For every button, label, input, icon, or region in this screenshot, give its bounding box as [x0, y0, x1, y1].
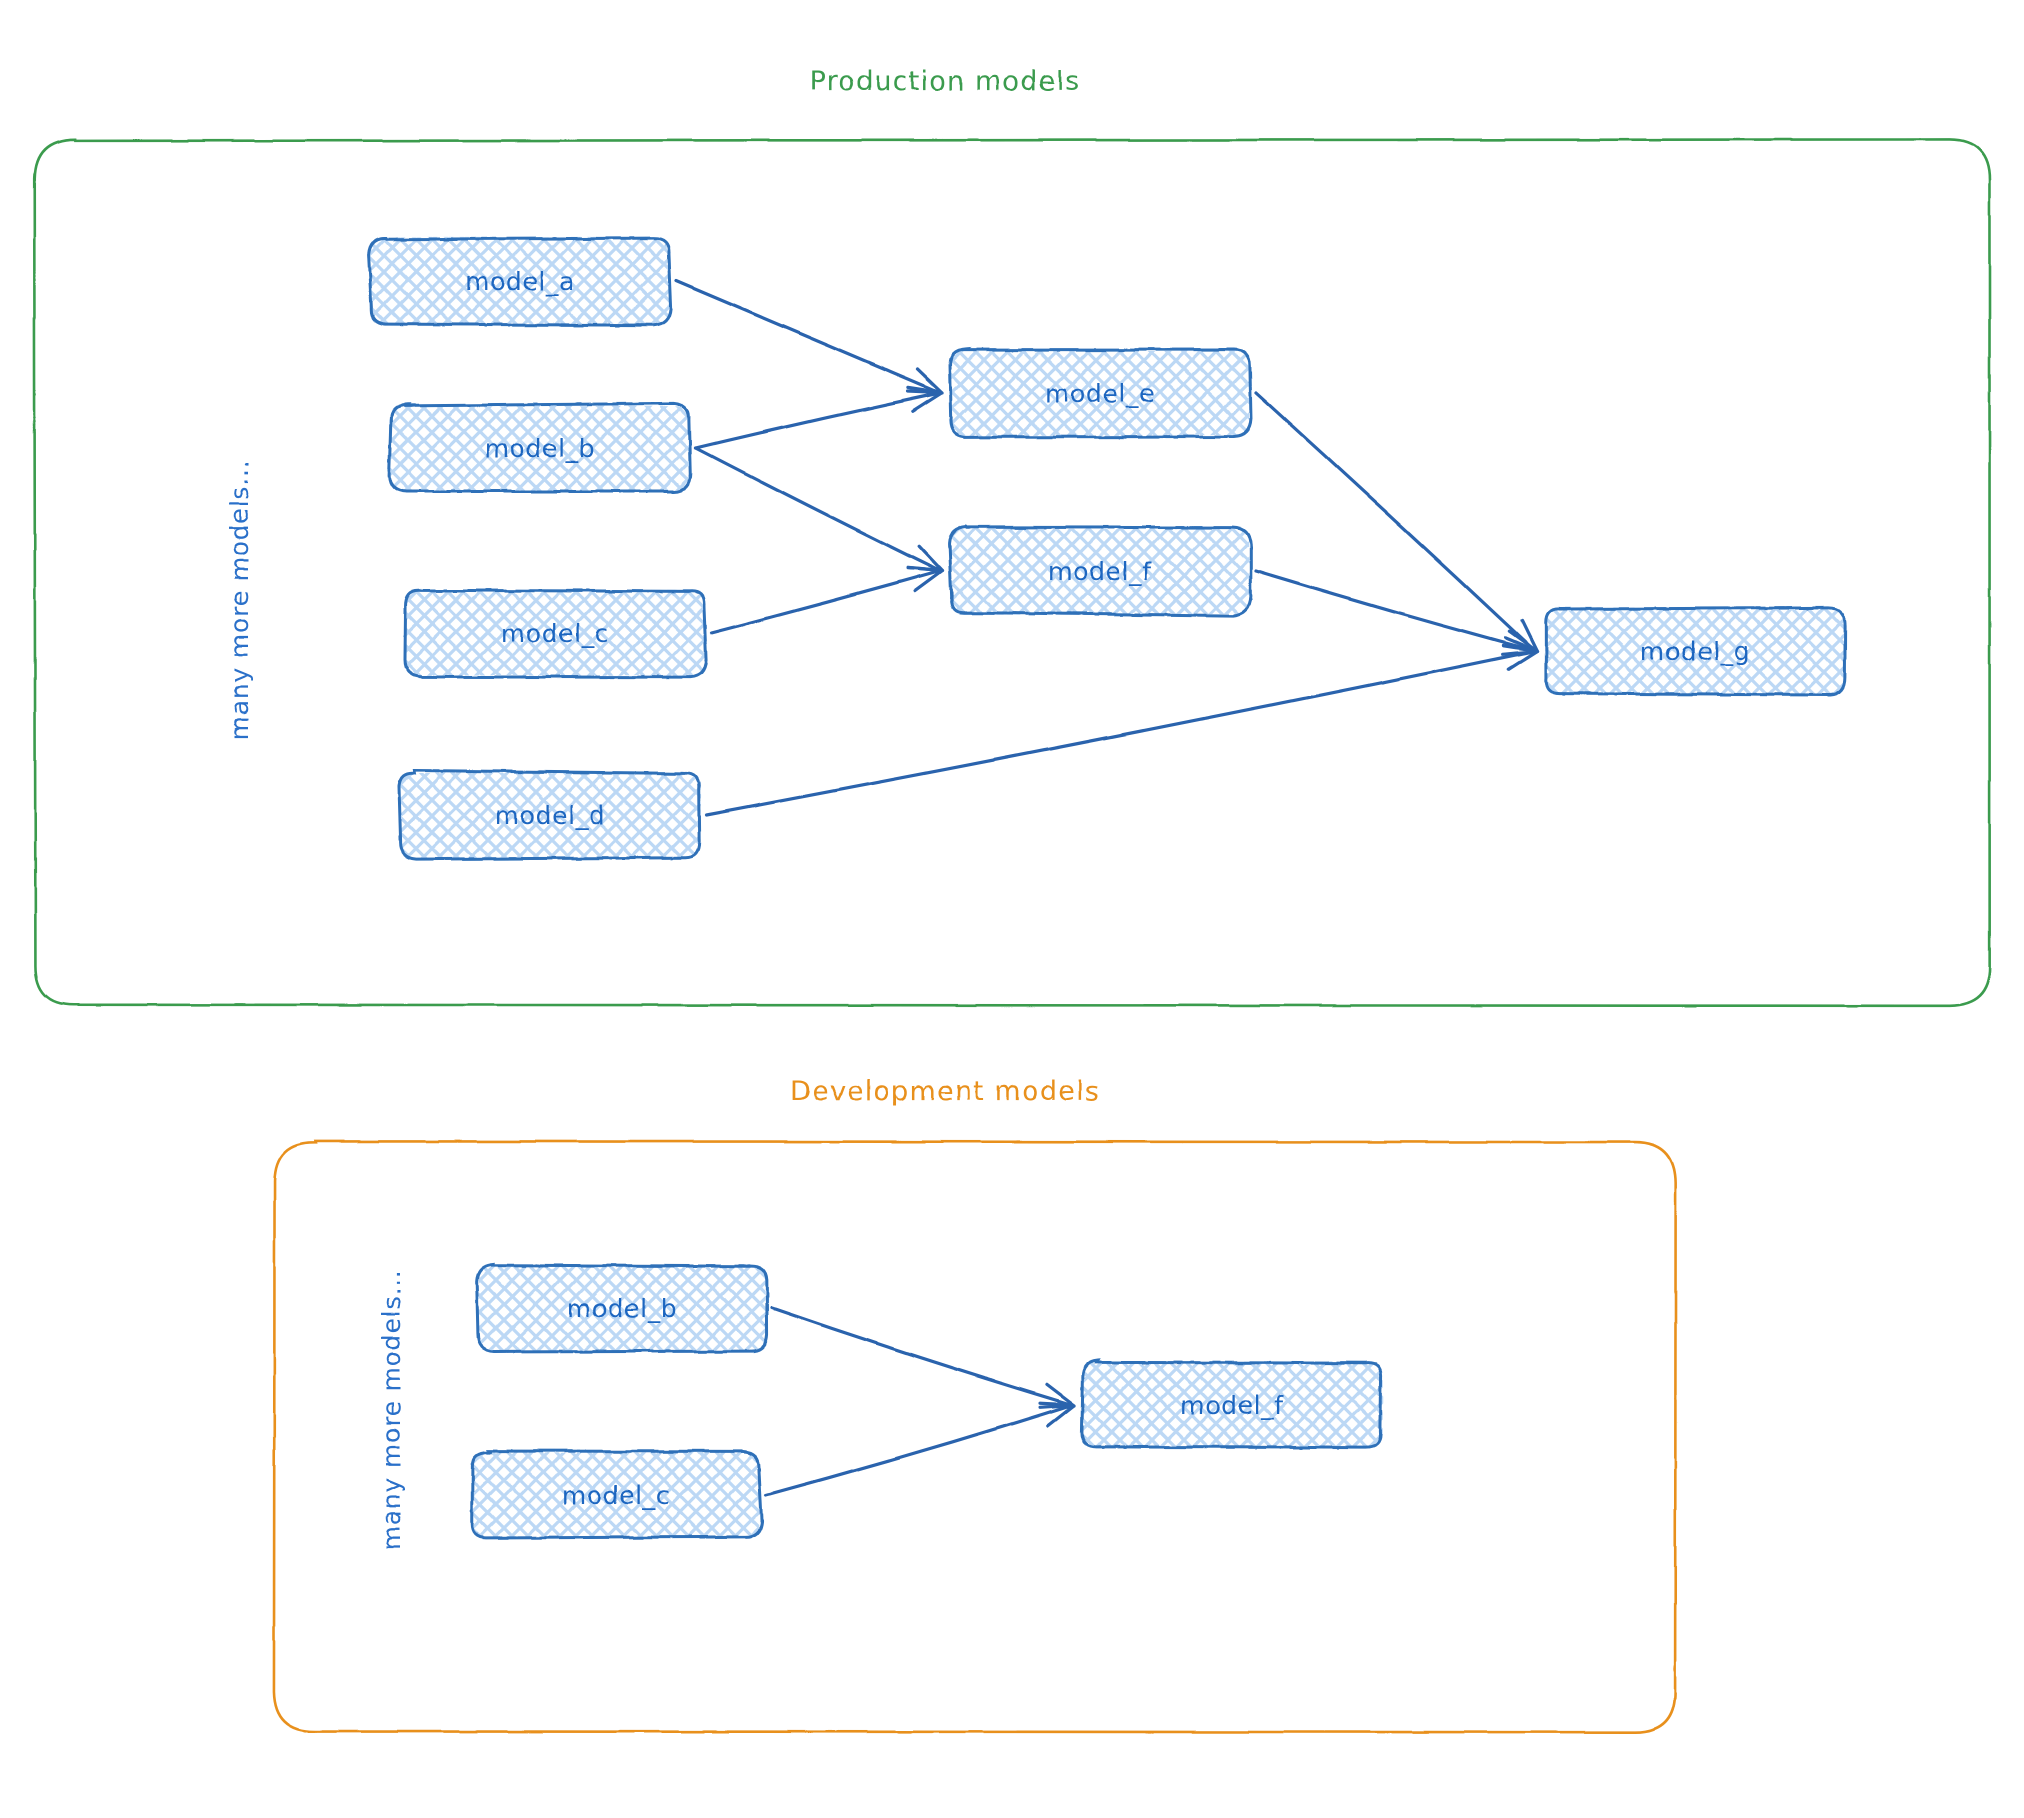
- node-model_g[interactable]: model_g: [1545, 607, 1846, 695]
- node-model_e[interactable]: model_e: [949, 349, 1251, 438]
- node-label: model_e: [1045, 379, 1155, 408]
- side-label-development: many more models...: [377, 1270, 406, 1551]
- node-label: model_b: [485, 434, 595, 463]
- group-title-development: Development models: [790, 1076, 1100, 1107]
- group-title-production: Production models: [810, 66, 1081, 97]
- node-model_c[interactable]: model_c: [405, 589, 707, 677]
- edge-line: [696, 448, 940, 571]
- group-development: Development models many more models... mod…: [274, 1076, 1676, 1732]
- group-production: Production models many more models... mode…: [34, 66, 1989, 1006]
- node-model_d[interactable]: model_d: [399, 770, 701, 859]
- node-label: model_g: [1640, 637, 1750, 666]
- edge-line: [766, 1405, 1072, 1495]
- edge-line: [772, 1308, 1072, 1405]
- side-label-production: many more models...: [225, 460, 254, 741]
- node-dev_model_f[interactable]: model_f: [1081, 1361, 1383, 1448]
- edge-line: [706, 651, 1535, 815]
- edge-model_d-to-model_g: [706, 646, 1537, 815]
- node-label: model_b: [567, 1294, 677, 1323]
- node-label: model_d: [495, 801, 605, 830]
- edge-dev_model_b-to-dev_model_f: [772, 1308, 1074, 1407]
- node-label: model_c: [501, 619, 609, 648]
- edge-model_b-to-model_e: [696, 388, 942, 448]
- edge-model_a-to-model_e: [676, 281, 942, 393]
- edge-line: [711, 571, 940, 633]
- node-dev_model_c[interactable]: model_c: [471, 1451, 761, 1538]
- edge-model_b-to-model_f: [696, 448, 942, 571]
- node-dev_model_b[interactable]: model_b: [477, 1264, 767, 1352]
- node-model_f[interactable]: model_f: [949, 527, 1251, 616]
- node-label: model_a: [465, 267, 575, 296]
- node-label: model_f: [1048, 557, 1152, 586]
- node-model_b[interactable]: model_b: [389, 403, 691, 491]
- node-label: model_f: [1180, 1391, 1284, 1420]
- edge-line: [696, 393, 940, 448]
- edge-line: [676, 281, 940, 393]
- edges-development: [766, 1308, 1074, 1495]
- edge-model_c-to-model_f: [711, 568, 942, 633]
- node-label: model_c: [562, 1481, 670, 1510]
- edge-dev_model_c-to-dev_model_f: [766, 1403, 1074, 1495]
- node-model_a[interactable]: model_a: [369, 237, 672, 325]
